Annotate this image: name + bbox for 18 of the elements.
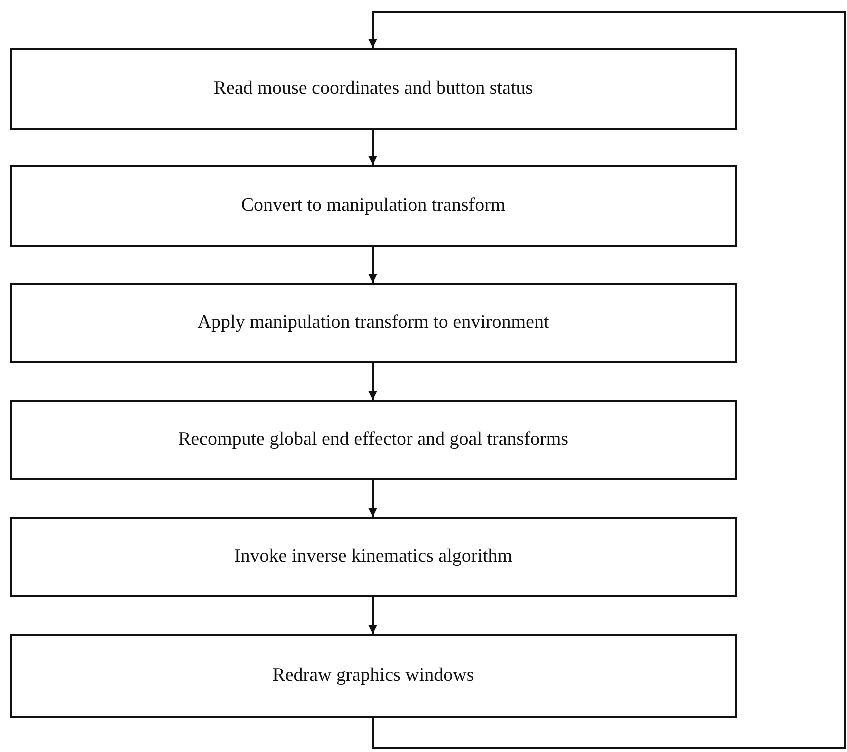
arrow <box>368 130 378 165</box>
process-box <box>10 634 737 718</box>
process-box <box>10 517 737 597</box>
process-box <box>10 283 737 363</box>
arrow <box>368 480 378 517</box>
step-text: Recompute global end effector and goal transforms <box>178 428 569 452</box>
step-text: Apply manipulation transform to environment <box>198 310 550 335</box>
step-text: Read mouse coordinates and button status <box>214 76 534 101</box>
process-box <box>10 48 737 130</box>
process-box <box>10 165 737 247</box>
process-box <box>10 400 737 480</box>
arrow <box>368 11 846 749</box>
arrow <box>368 363 378 400</box>
arrow <box>368 247 378 283</box>
step-text: Convert to manipulation transform <box>241 194 506 218</box>
arrow <box>368 597 378 634</box>
step-text: Redraw graphics windows <box>272 664 474 688</box>
step-text: Invoke inverse kinematics algorithm <box>234 544 513 569</box>
